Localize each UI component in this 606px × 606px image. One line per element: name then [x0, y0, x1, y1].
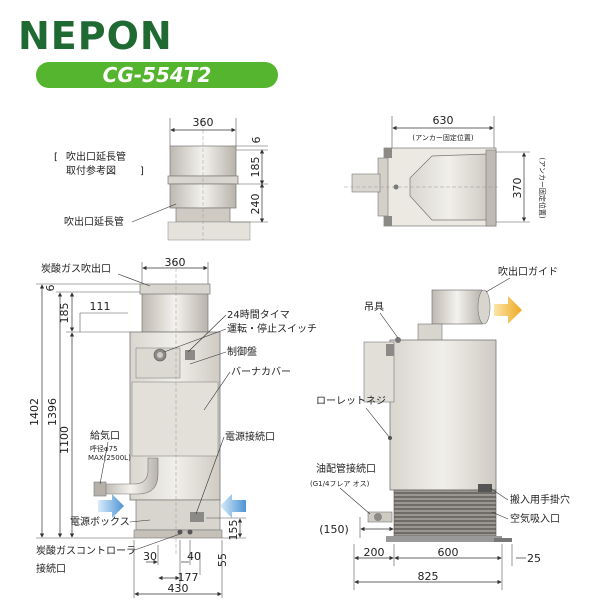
note-370: (アンカー固定位置) — [538, 157, 547, 218]
dim-360-front: 360 — [165, 256, 186, 269]
dim-6-top: 6 — [250, 137, 263, 144]
label-power-conn: 電源接続口 — [225, 430, 275, 443]
brand-header: NEPON CG-554T2 — [18, 14, 278, 88]
label-oil-conn: 油配管接続口 — [316, 462, 376, 475]
label-panel: 制御盤 — [227, 345, 257, 358]
label-air-intake: 空気吸入口 — [510, 512, 560, 525]
dim-177: 177 — [178, 571, 199, 584]
dim-600: 600 — [438, 546, 459, 559]
model-badge — [36, 62, 278, 88]
pipe-label: 吹出口延長管 — [64, 215, 124, 228]
dim-630: 630 — [433, 114, 454, 127]
note-air2: MAX(2500L) — [88, 454, 131, 462]
side-view-drawing: 吹出口ガイド 吊具 ローレットネジ 油配管接続口 (G1/4フレア オス) 搬入… — [310, 265, 570, 590]
label-timer: 24時間タイマ — [227, 309, 290, 321]
label-co2-outlet: 炭酸ガス吹出口 — [41, 262, 111, 275]
dim-40: 40 — [187, 550, 201, 563]
dim-430: 430 — [168, 582, 189, 595]
label-outlet-guide: 吹出口ガイド — [498, 265, 558, 278]
label-hanger: 吊具 — [364, 301, 384, 313]
label-handle: 搬入用手掛穴 — [510, 493, 570, 506]
label-co2-ctrl-2: 接続口 — [36, 562, 66, 575]
bracket-line1: 吹出口延長管 — [66, 150, 126, 163]
svg-text:[: [ — [54, 152, 58, 163]
dim-240-top: 240 — [249, 194, 262, 215]
label-co2-ctrl-1: 炭酸ガスコントローラ — [36, 544, 136, 557]
dim-25: 25 — [527, 552, 541, 565]
nepon-logo: NEPON — [18, 14, 173, 58]
dim-55: 55 — [216, 553, 229, 567]
dim-360-top: 360 — [193, 116, 214, 129]
dim-1402: 1402 — [28, 398, 41, 426]
label-air-inlet: 給気口 — [90, 429, 120, 442]
note-630: (アンカー固定位置) — [412, 133, 473, 142]
dim-1100: 1100 — [58, 426, 71, 454]
dim-6-front: 6 — [44, 285, 57, 292]
dim-185-top: 185 — [249, 157, 262, 178]
model-name: CG-554T2 — [103, 63, 212, 87]
note-air1: 呼径φ75 — [90, 444, 118, 453]
svg-text:]: ] — [140, 166, 144, 177]
note-oil: (G1/4フレア オス) — [310, 480, 370, 488]
label-switch: 運転・停止スイッチ — [227, 322, 317, 335]
bracket-line2: 取付参考図 — [66, 164, 116, 177]
dim-370: 370 — [511, 178, 524, 199]
dim-111: 111 — [90, 300, 111, 313]
plan-view-drawing: 630 (アンカー固定位置) 370 (アンカー固定位置) — [344, 114, 547, 227]
label-roller-screw: ローレットネジ — [316, 395, 386, 407]
dim-825: 825 — [418, 570, 439, 583]
dim-200: 200 — [364, 546, 385, 559]
dim-1396: 1396 — [46, 398, 59, 426]
dim-30: 30 — [143, 550, 157, 563]
dim-150: (150) — [319, 523, 349, 536]
extension-pipe-drawing: [ 吹出口延長管 取付参考図 ] 360 6 185 240 吹出口延長管 — [54, 116, 268, 241]
dim-155: 155 — [227, 520, 240, 541]
dim-185-front: 185 — [58, 303, 71, 324]
label-power-box: 電源ボックス — [70, 515, 130, 528]
front-view-drawing: 炭酸ガス吹出口 360 6 185 1402 1396 1100 111 24時… — [28, 256, 317, 598]
label-burner: バーナカバー — [231, 366, 291, 378]
